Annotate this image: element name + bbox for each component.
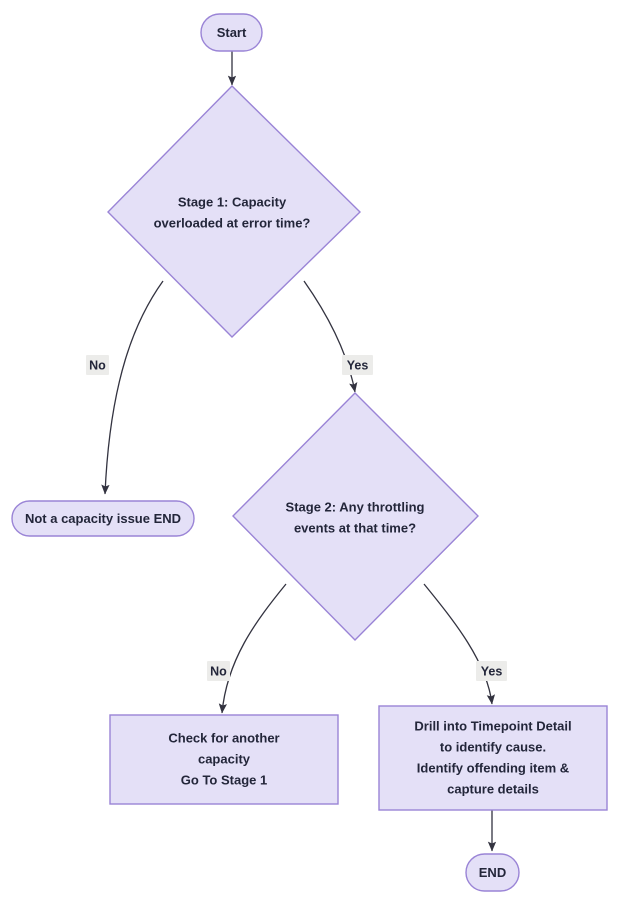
node-drill-into-timepoint-detail-label-line-2: to identify cause.	[440, 739, 546, 754]
node-not-a-capacity-issue-shape[interactable]	[11, 500, 195, 537]
edge-stage1-to-stage2	[303, 280, 358, 393]
edge-label-text: Yes	[481, 664, 503, 678]
node-drill-into-timepoint-detail-label-line-1: Drill into Timepoint Detail	[414, 718, 571, 733]
edge-label-stage2-yes: Yes	[476, 661, 507, 681]
node-start-label: Start	[217, 25, 247, 40]
node-stage2[interactable]: Stage 2: Any throttling events at that t…	[232, 392, 479, 641]
node-check-another-capacity-label-line-2: capacity	[198, 751, 251, 766]
node-stage1[interactable]: Stage 1: Capacity overloaded at error ti…	[107, 85, 361, 338]
edge-label-stage1-no: No	[86, 355, 109, 375]
node-check-another-capacity-shape[interactable]	[109, 714, 339, 805]
node-not-a-capacity-issue[interactable]: Not a capacity issue END	[11, 500, 195, 537]
edge-stage2-to-drill-in	[423, 583, 496, 705]
node-end-label: END	[479, 865, 506, 880]
node-stage2-shape[interactable]	[232, 392, 479, 641]
node-check-another-capacity[interactable]: Check for another capacity Go To Stage 1	[109, 714, 339, 805]
edge-stage2-to-check-another	[218, 583, 287, 714]
node-drill-into-timepoint-detail-shape[interactable]	[378, 705, 608, 811]
node-drill-into-timepoint-detail[interactable]: Drill into Timepoint Detail to identify …	[378, 705, 608, 811]
edge-label-stage1-yes: Yes	[342, 355, 373, 375]
node-stage2-label-line-2: events at that time?	[294, 520, 416, 535]
node-not-a-capacity-issue-label: Not a capacity issue END	[25, 511, 181, 526]
node-stage1-label-line-1: Stage 1: Capacity	[178, 194, 287, 209]
node-drill-into-timepoint-detail-label-line-3: Identify offending item &	[417, 760, 569, 775]
edge-label-text: Yes	[347, 358, 369, 372]
edges-layer	[101, 50, 497, 852]
node-start-shape[interactable]	[200, 13, 263, 52]
node-stage2-label-line-1: Stage 2: Any throttling	[286, 499, 425, 514]
edge-label-text: No	[210, 664, 227, 678]
node-check-another-capacity-label-line-3: Go To Stage 1	[181, 772, 267, 787]
edge-label-text: No	[89, 358, 106, 372]
edge-label-stage2-no: No	[207, 661, 230, 681]
edge-labels-layer: No Yes No Yes	[86, 355, 507, 681]
node-end-shape[interactable]	[465, 853, 520, 892]
node-drill-into-timepoint-detail-label-line-4: capture details	[447, 781, 539, 796]
node-stage1-shape[interactable]	[107, 85, 361, 338]
edge-stage1-to-not-capacity	[101, 280, 164, 495]
node-stage1-label-line-2: overloaded at error time?	[154, 215, 311, 230]
node-check-another-capacity-label-line-1: Check for another	[168, 730, 279, 745]
node-end[interactable]: END	[465, 853, 520, 892]
node-start[interactable]: Start	[200, 13, 263, 52]
